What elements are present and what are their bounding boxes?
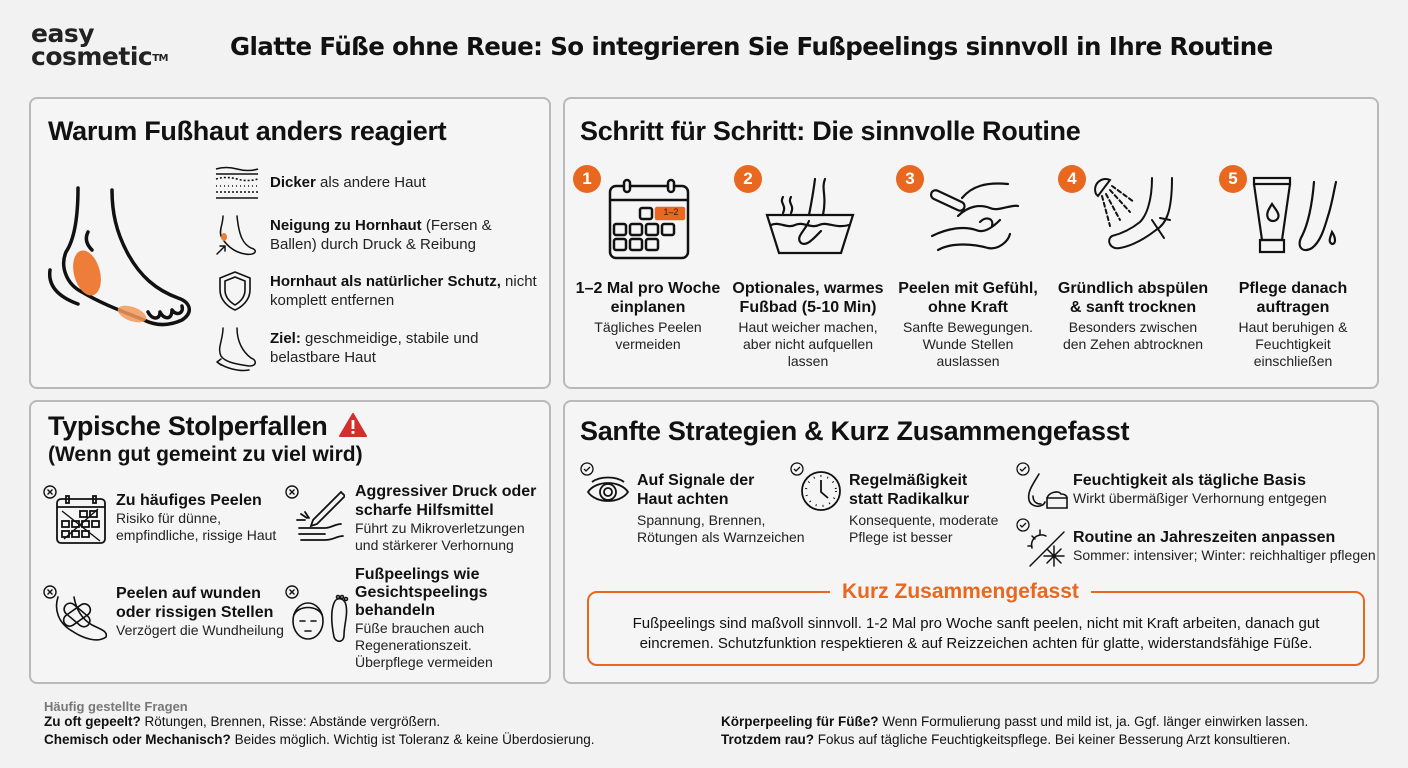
strategy-3-text: Wirkt übermäßiger Verhornung entgegen	[1073, 490, 1327, 506]
strategy-1-eye-icon	[586, 476, 630, 506]
why-item-4-foot-outline-icon	[215, 326, 259, 372]
step-5-cream-tube-icon	[1252, 176, 1344, 260]
step-2-text: Haut weicher machen, aber nicht aufquell…	[738, 319, 878, 369]
pitfall-4-text: Füße brauchen auch Regenerationszeit. Üb…	[355, 620, 493, 670]
step-3-text: Sanfte Bewegungen. Wunde Stellen auslass…	[903, 319, 1033, 369]
step-1-badge: 1	[573, 165, 601, 193]
strategy-2-text: Konsequente, moderate Pflege ist besser	[849, 512, 999, 545]
step-4: Gründlich abspülen & sanft trocknen Beso…	[1053, 279, 1213, 353]
step-5: Pflege danach auftragen Haut beruhigen &…	[1218, 279, 1368, 370]
pitfall-4: Fußpeelings wie Gesichtspeelings behande…	[355, 566, 545, 671]
faq-item-1: Zu oft gepeelt? Rötungen, Brennen, Risse…	[44, 714, 441, 729]
pitfall-3-x-icon	[43, 585, 57, 604]
why-item-1: Dicker als andere Haut	[270, 174, 426, 191]
pitfall-3-bandaged-foot-icon	[52, 593, 108, 645]
pitfall-2-sharp-tool-icon	[295, 490, 345, 546]
strategy-3: Feuchtigkeit als tägliche Basis Wirkt üb…	[1073, 471, 1373, 507]
pitfall-1-crossed-calendar-icon	[56, 495, 106, 545]
step-5-badge: 5	[1219, 165, 1247, 193]
strategy-4: Routine an Jahreszeiten anpassen Sommer:…	[1073, 528, 1378, 564]
step-3-scrub-hand-icon	[928, 176, 1020, 260]
step-2: Optionales, warmes Fußbad (5-10 Min) Hau…	[728, 279, 888, 370]
faq-title: Häufig gestellte Fragen	[44, 699, 188, 714]
strategy-4-title: Routine an Jahreszeiten anpassen	[1073, 529, 1336, 546]
step-1-title: 1–2 Mal pro Woche einplanen	[575, 280, 721, 316]
panel-steps	[563, 97, 1379, 389]
why-title: Warum Fußhaut anders reagiert	[48, 116, 447, 146]
step-4-title: Gründlich abspülen & sanft trocknen	[1057, 280, 1209, 316]
panel-pitfalls	[29, 400, 551, 684]
step-3-title: Peelen mit Gefühl, ohne Kraft	[898, 280, 1038, 316]
pitfall-2-title: Aggressiver Druck oder scharfe Hilfsmitt…	[355, 483, 537, 519]
pitfall-1-x-icon	[43, 485, 57, 504]
strategy-4-check-icon	[1016, 518, 1030, 537]
why-item-1-skin-layers-icon	[215, 166, 259, 200]
step-3-badge: 3	[896, 165, 924, 193]
step-2-title: Optionales, warmes Fußbad (5-10 Min)	[732, 280, 884, 316]
trademark: TM	[152, 53, 169, 64]
pitfall-4-x-icon	[285, 585, 299, 604]
brand-line2: cosmetic	[31, 42, 153, 71]
strategy-3-moisture-cream-icon	[1025, 472, 1069, 510]
step-1-text: Tägliches Peelen vermeiden	[594, 319, 702, 352]
strategy-2: Regelmäßigkeit statt Radikalkur Konseque…	[849, 471, 1019, 546]
step-2-badge: 2	[734, 165, 762, 193]
pitfall-3-title: Peelen auf wunden oder rissigen Stellen	[116, 585, 274, 621]
strategy-4-sun-snow-icon	[1026, 528, 1066, 568]
why-item-2-heel-callus-icon	[215, 214, 259, 256]
strategy-2-clock-icon	[800, 470, 842, 512]
pitfalls-title: Typische Stolperfallen	[48, 411, 367, 442]
steps-title: Schritt für Schritt: Die sinnvolle Routi…	[580, 116, 1081, 146]
why-item-3: Hornhaut als natürlicher Schutz, nicht k…	[270, 273, 537, 309]
pitfall-3-text: Verzögert die Wundheilung	[116, 622, 284, 638]
warning-icon	[338, 413, 367, 437]
strategy-1-text: Spannung, Brennen, Rötungen als Warnzeic…	[637, 512, 805, 545]
step-1-calendar-icon	[608, 178, 690, 260]
pitfall-2: Aggressiver Druck oder scharfe Hilfsmitt…	[355, 482, 545, 554]
foot-illustration-icon	[44, 180, 204, 330]
step-4-text: Besonders zwischen den Zehen abtrocknen	[1062, 319, 1204, 352]
step-1: 1–2 Mal pro Woche einplanen Tägliches Pe…	[573, 279, 723, 353]
page-title: Glatte Füße ohne Reue: So integrieren Si…	[230, 32, 1273, 61]
faq-item-3: Körperpeeling für Füße? Wenn Formulierun…	[721, 714, 1309, 729]
pitfall-1-text: Risiko für dünne, empfindliche, rissige …	[116, 510, 277, 543]
panel-why	[29, 97, 551, 389]
why-item-4: Ziel: geschmeidige, stabile und belastba…	[270, 330, 479, 366]
strategy-4-text: Sommer: intensiver; Winter: reichhaltige…	[1073, 547, 1376, 563]
strategy-1: Auf Signale der Haut achten Spannung, Br…	[637, 471, 817, 546]
calendar-highlight-label: 1–2	[663, 207, 679, 217]
step-4-shower-foot-icon	[1090, 176, 1182, 260]
pitfall-2-x-icon	[285, 485, 299, 504]
pitfall-2-text: Führt zu Mikroverletzungen und stärkerer…	[355, 520, 525, 553]
faq-item-2: Chemisch oder Mechanisch? Beides möglich…	[44, 732, 595, 747]
strategy-1-title: Auf Signale der Haut achten	[637, 472, 755, 508]
strategy-2-title: Regelmäßigkeit statt Radikalkur	[849, 472, 970, 508]
pitfall-3: Peelen auf wunden oder rissigen Stellen …	[116, 584, 286, 639]
strategy-3-title: Feuchtigkeit als tägliche Basis	[1073, 472, 1306, 489]
strategy-1-check-icon	[580, 462, 594, 481]
faq-item-4: Trotzdem rau? Fokus auf tägliche Feuchti…	[721, 732, 1291, 747]
step-5-text: Haut beruhigen & Feuchtigkeit einschließ…	[1238, 319, 1348, 369]
why-item-3-shield-icon	[218, 270, 252, 312]
pitfall-4-face-and-foot-icon	[290, 593, 356, 645]
why-item-2: Neigung zu Hornhaut (Fersen & Ballen) du…	[270, 217, 492, 253]
step-5-title: Pflege danach auftragen	[1238, 280, 1348, 316]
pitfall-4-title: Fußpeelings wie Gesichtspeelings behande…	[355, 566, 488, 619]
brand-line1: easy	[31, 19, 95, 48]
summary-title: Kurz Zusammengefasst	[830, 580, 1091, 604]
pitfall-1-title: Zu häufiges Peelen	[116, 492, 262, 509]
step-3: Peelen mit Gefühl, ohne Kraft Sanfte Bew…	[893, 279, 1043, 370]
step-2-foot-bath-icon	[765, 175, 855, 261]
brand-logo: easy cosmeticTM	[31, 19, 169, 71]
pitfall-1: Zu häufiges Peelen Risiko für dünne, emp…	[116, 491, 286, 544]
pitfalls-subtitle: (Wenn gut gemeint zu viel wird)	[48, 443, 363, 466]
strategy-2-check-icon	[790, 462, 804, 481]
summary-text: Fußpeelings sind maßvoll sinnvoll. 1-2 M…	[632, 615, 1320, 652]
step-4-badge: 4	[1058, 165, 1086, 193]
strategy-3-check-icon	[1016, 462, 1030, 481]
strategies-title: Sanfte Strategien & Kurz Zusammengefasst	[580, 416, 1130, 446]
